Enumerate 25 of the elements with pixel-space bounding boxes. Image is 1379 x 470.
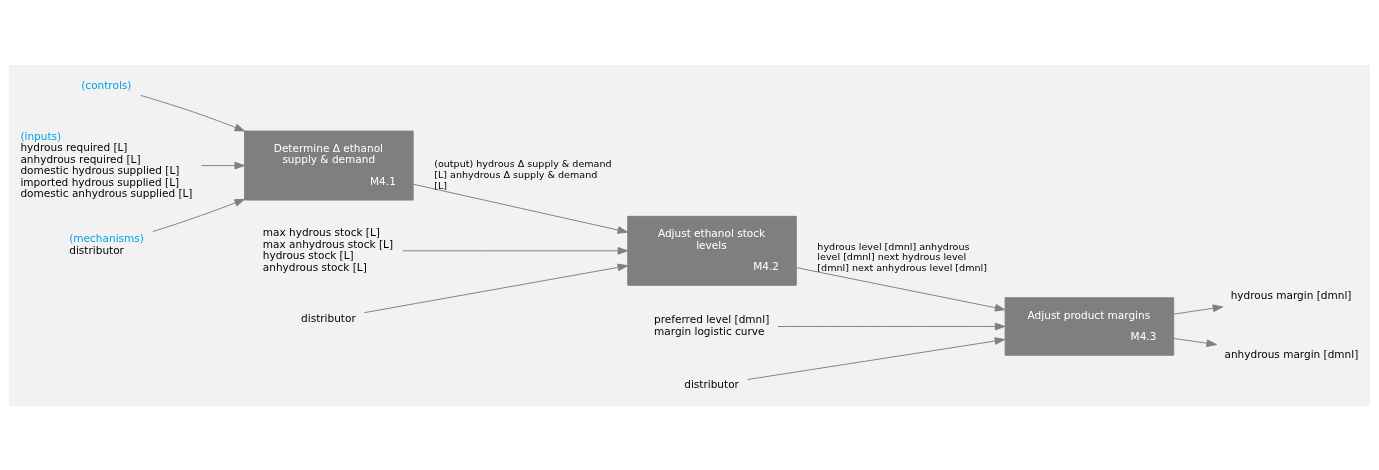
- node-text: preferred level [dmnl] margin logistic curve: [654, 312, 770, 337]
- arrow: [1173, 337, 1217, 347]
- arrow: [140, 94, 246, 131]
- node-box: Adjust product margins M4.3: [1004, 296, 1175, 356]
- node-text: (inputs) hydrous required [L] anhydrous required [L] domestic hydrous supplied [L] imported hydrous supplied [L] domestic anhydrous supplied [L]: [20, 129, 193, 199]
- edge-label: hydrous level [dmnl] anhydrous level [dmnl] next hydrous level [dmnl] next anhydrous level [dmnl]: [817, 240, 987, 273]
- arrow: [777, 322, 1006, 330]
- node-text: anhydrous margin [dmnl]: [1224, 347, 1359, 360]
- arrow: [413, 183, 629, 234]
- arrow: [201, 161, 245, 169]
- node-box: Adjust ethanol stock levels M4.2: [627, 215, 797, 286]
- arrow: [402, 246, 629, 255]
- arrow: [152, 198, 246, 232]
- arrow: [747, 336, 1006, 380]
- edge-label: (output) hydrous Δ supply & demand [L] anhydrous Δ supply & demand [L]: [434, 157, 612, 191]
- node-text: distributor: [684, 377, 739, 390]
- node-box: Determine Δ ethanol supply & demand M4.1: [244, 130, 414, 201]
- node-text: max hydrous stock [L] max anhydrous stock [L] hydrous stock [L] anhydrous stock [L]: [262, 225, 394, 273]
- arrow: [796, 266, 1006, 312]
- arrow: [363, 263, 629, 313]
- node-text: distributor: [301, 311, 356, 324]
- node-text: (controls): [81, 78, 132, 91]
- node-text: (mechanisms) distributor: [69, 231, 144, 256]
- node-text: hydrous margin [dmnl]: [1230, 288, 1352, 301]
- arrow: [1173, 303, 1224, 315]
